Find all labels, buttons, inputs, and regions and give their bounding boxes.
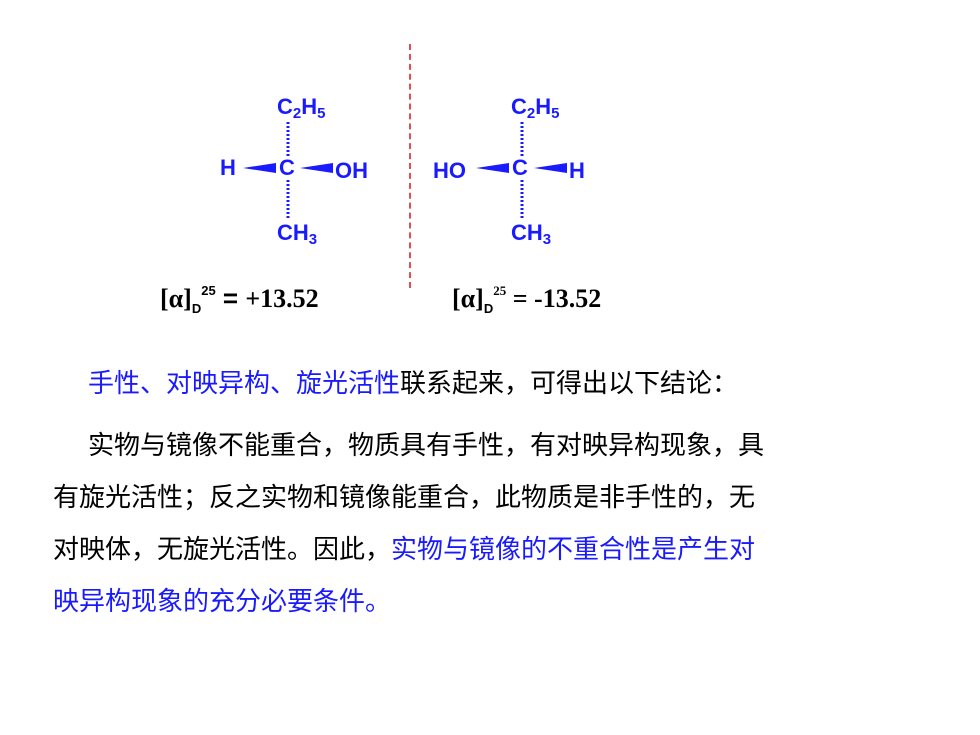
body-line-2-text: 有旋光活性；反之实物和镜像能重合，此物质是非手性的，无 — [53, 483, 756, 513]
conclusion-body: 实物与镜像不能重合，物质具有手性，有对映异构现象，具 有旋光活性；反之实物和镜像… — [53, 420, 938, 628]
rotation-left: [α]D 25 = +13.52 — [160, 284, 319, 315]
left-top-h: H — [301, 94, 318, 119]
wedge-bond-oh-left — [300, 163, 333, 173]
rotation-right-bracket: [α] — [452, 284, 484, 313]
rotation-left-sub: D — [191, 301, 202, 316]
conclusion-intro: 手性、对映异构、旋光活性联系起来，可得出以下结论： — [88, 358, 948, 410]
left-top-c: C — [277, 94, 293, 119]
intro-rest: 联系起来，可得出以下结论： — [400, 369, 739, 399]
wedge-bond-h-left — [243, 163, 276, 173]
left-top-sub: 2 — [292, 105, 302, 122]
left-bottom-ch: CH — [277, 220, 309, 245]
right-bottom-group: CH3 — [511, 220, 551, 248]
body-line-1: 实物与镜像不能重合，物质具有手性，有对映异构现象，具 — [53, 420, 938, 472]
body-line-4: 映异构现象的充分必要条件。 — [53, 576, 938, 628]
right-bottom-sub: 3 — [542, 231, 552, 248]
body-line-3-text: 对映体，无旋光活性。因此， — [53, 535, 392, 565]
body-line-4-highlight: 映异构现象的充分必要条件。 — [53, 587, 392, 617]
right-top-group: C2H5 — [511, 94, 559, 122]
body-line-1-text: 实物与镜像不能重合，物质具有手性，有对映异构现象，具 — [88, 431, 765, 461]
right-center-carbon: C — [512, 155, 528, 180]
rotation-right-value: -13.52 — [534, 284, 602, 313]
right-h-atom: H — [569, 158, 585, 183]
right-top-sub: 2 — [526, 105, 536, 122]
rotation-right-sup: 25 — [493, 283, 507, 298]
rotation-right-eq: = — [506, 284, 535, 313]
intro-highlight: 手性、对映异构、旋光活性 — [88, 369, 401, 399]
body-line-2: 有旋光活性；反之实物和镜像能重合，此物质是非手性的，无 — [53, 472, 938, 524]
right-ho-group: HO — [433, 158, 466, 183]
wedge-bond-ho-right — [476, 163, 509, 173]
mirror-line — [409, 44, 411, 288]
left-oh-group: OH — [335, 158, 368, 183]
right-top-sub2: 5 — [551, 105, 560, 122]
rotation-left-sup: 25 — [201, 283, 216, 298]
rotation-right: [α]D 25 = -13.52 — [452, 284, 601, 315]
rotation-left-value: +13.52 — [245, 284, 319, 313]
body-line-3: 对映体，无旋光活性。因此，实物与镜像的不重合性是产生对 — [53, 524, 938, 576]
rotation-left-eq: = — [215, 283, 246, 313]
right-bottom-ch: CH — [511, 220, 543, 245]
left-h-atom: H — [220, 155, 236, 180]
left-bottom-sub: 3 — [308, 231, 318, 248]
left-bottom-group: CH3 — [277, 220, 317, 248]
rotation-left-bracket: [α] — [160, 284, 192, 313]
left-top-group: C2H5 — [277, 94, 325, 122]
body-line-3-highlight: 实物与镜像的不重合性是产生对 — [391, 535, 756, 565]
right-top-c: C — [511, 94, 527, 119]
left-top-sub2: 5 — [317, 105, 326, 122]
left-center-carbon: C — [279, 155, 295, 180]
rotation-right-sub: D — [483, 301, 494, 316]
wedge-bond-h-right — [534, 163, 567, 173]
right-top-h: H — [535, 94, 552, 119]
